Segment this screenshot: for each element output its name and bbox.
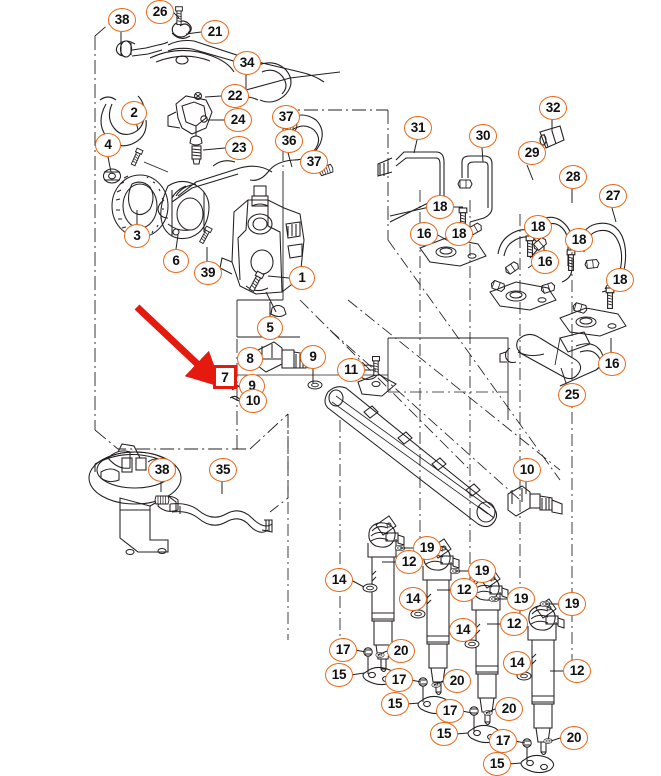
callout-3[interactable]: 3 xyxy=(124,224,150,248)
callout-15[interactable]: 15 xyxy=(430,722,458,746)
callout-17[interactable]: 17 xyxy=(385,668,413,692)
callout-18[interactable]: 18 xyxy=(426,195,454,219)
callout-34[interactable]: 34 xyxy=(233,51,261,75)
callout-12[interactable]: 12 xyxy=(563,659,591,683)
callout-5[interactable]: 5 xyxy=(257,316,283,340)
callout-30[interactable]: 30 xyxy=(469,124,497,148)
callout-23[interactable]: 23 xyxy=(225,136,253,160)
callout-12[interactable]: 12 xyxy=(500,612,528,636)
callout-24[interactable]: 24 xyxy=(224,108,252,132)
callout-20[interactable]: 20 xyxy=(560,726,588,750)
callout-31[interactable]: 31 xyxy=(404,116,432,140)
callout-8[interactable]: 8 xyxy=(237,347,263,371)
callout-14[interactable]: 14 xyxy=(399,587,427,611)
callout-12[interactable]: 12 xyxy=(450,578,478,602)
callout-14[interactable]: 14 xyxy=(449,618,477,642)
callout-19[interactable]: 19 xyxy=(558,592,586,616)
highlighted-part-number-7[interactable]: 7 xyxy=(213,365,237,389)
callout-38[interactable]: 38 xyxy=(148,458,176,482)
callout-9[interactable]: 9 xyxy=(300,345,326,369)
callout-15[interactable]: 15 xyxy=(381,692,409,716)
callout-38[interactable]: 38 xyxy=(108,8,136,32)
callout-21[interactable]: 21 xyxy=(201,20,229,44)
callout-20[interactable]: 20 xyxy=(495,697,523,721)
callout-14[interactable]: 14 xyxy=(325,568,353,592)
callout-16[interactable]: 16 xyxy=(531,250,559,274)
callout-27[interactable]: 27 xyxy=(599,184,627,208)
callout-22[interactable]: 22 xyxy=(221,84,249,108)
callout-11[interactable]: 11 xyxy=(337,358,365,382)
callout-25[interactable]: 25 xyxy=(558,383,586,407)
callout-28[interactable]: 28 xyxy=(559,165,587,189)
callout-18[interactable]: 18 xyxy=(524,215,552,239)
callout-18[interactable]: 18 xyxy=(606,268,634,292)
callout-19[interactable]: 19 xyxy=(507,587,535,611)
callout-29[interactable]: 29 xyxy=(518,141,546,165)
callout-19[interactable]: 19 xyxy=(468,559,496,583)
callout-17[interactable]: 17 xyxy=(489,729,517,753)
callout-26[interactable]: 26 xyxy=(146,0,174,24)
callout-10[interactable]: 10 xyxy=(239,389,267,413)
callout-16[interactable]: 16 xyxy=(598,352,626,376)
callout-37[interactable]: 37 xyxy=(300,150,328,174)
callout-1[interactable]: 1 xyxy=(289,266,315,290)
callout-18[interactable]: 18 xyxy=(565,228,593,252)
callout-35[interactable]: 35 xyxy=(209,458,237,482)
callout-15[interactable]: 15 xyxy=(483,752,511,776)
callout-16[interactable]: 16 xyxy=(410,222,438,246)
callout-20[interactable]: 20 xyxy=(387,639,415,663)
callout-12[interactable]: 12 xyxy=(395,550,423,574)
callout-15[interactable]: 15 xyxy=(325,663,353,687)
callout-32[interactable]: 32 xyxy=(539,96,567,120)
callout-4[interactable]: 4 xyxy=(95,133,121,157)
callout-2[interactable]: 2 xyxy=(121,101,147,125)
callout-20[interactable]: 20 xyxy=(443,669,471,693)
callout-10[interactable]: 10 xyxy=(513,458,541,482)
callout-36[interactable]: 36 xyxy=(275,129,303,153)
callout-39[interactable]: 39 xyxy=(194,261,222,285)
callout-6[interactable]: 6 xyxy=(163,249,189,273)
callout-37[interactable]: 37 xyxy=(272,105,300,129)
callout-18[interactable]: 18 xyxy=(445,222,473,246)
callout-17[interactable]: 17 xyxy=(329,638,357,662)
highlight-arrow xyxy=(134,304,223,388)
callout-14[interactable]: 14 xyxy=(503,651,531,675)
callout-17[interactable]: 17 xyxy=(436,699,464,723)
